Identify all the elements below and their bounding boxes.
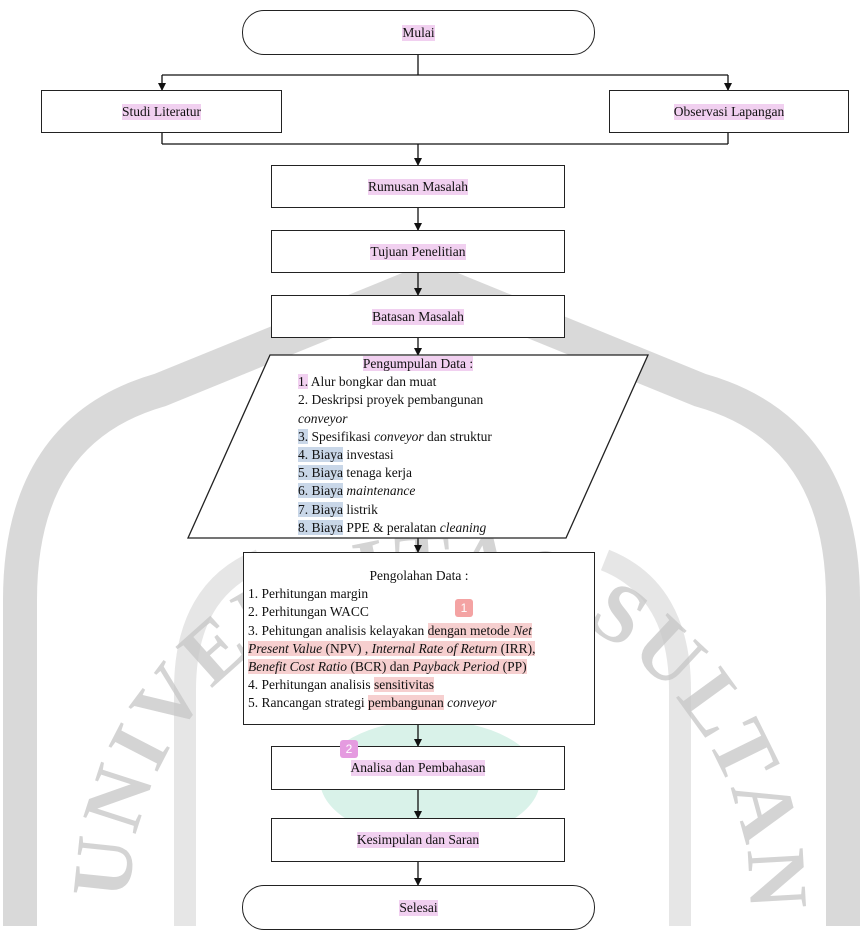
pengumpulan-item-5: 5. Biaya tenaga kerja [298,465,412,481]
pengolahan-line-4: Present Value (NPV) , Internal Rate of R… [248,640,536,656]
pengumpulan-item-3: 3. Spesifikasi conveyor dan struktur [298,428,492,444]
rumusan-masalah-label: Rumusan Masalah [367,178,469,195]
kesimpulan-saran-box: Kesimpulan dan Saran [271,818,565,862]
pengolahan-line-1: 1. Perhitungan margin [248,586,369,602]
pengolahan-line-7: 5. Rancangan strategi pembangunan convey… [248,695,497,711]
seal-outer-ring [2,261,860,926]
pengumpulan-item-1: 1. Alur bongkar dan muat [298,374,437,390]
pengumpulan-item-2: 2. Deskripsi proyek pembangunan [298,392,484,408]
kesimpulan-saran-label: Kesimpulan dan Saran [356,832,480,848]
seal-inner-ring-right [600,549,691,926]
pengumpulan-item-6: 6. Biaya maintenance [298,483,416,499]
rumusan-masalah-box: Rumusan Masalah [271,165,565,208]
pengumpulan-item-7: 7. Biaya listrik [298,501,378,517]
start-label: Mulai [402,24,435,41]
end-node: Selesai [242,885,595,930]
end-label: Selesai [399,899,438,916]
tujuan-penelitian-label: Tujuan Penelitian [370,243,466,260]
analisa-pembahasan-box: Analisa dan Pembahasan [271,746,565,790]
pengolahan-line-5: Benefit Cost Ratio (BCR) dan Payback Per… [248,659,527,675]
pengolahan-line-3: 3. Pehitungan analisis kelayakan dengan … [248,622,532,638]
batasan-masalah-box: Batasan Masalah [271,295,565,338]
studi-literatur-label: Studi Literatur [121,103,202,120]
observasi-lapangan-box: Observasi Lapangan [609,90,849,133]
pengumpulan-data-list: Pengumpulan Data : 1. Alur bongkar dan m… [298,355,538,537]
tujuan-penelitian-box: Tujuan Penelitian [271,230,565,273]
pengumpulan-item-2-cont: conveyor [298,410,348,426]
pengolahan-data-list: Pengolahan Data : 1. Perhitungan margin … [248,567,590,713]
batasan-masalah-label: Batasan Masalah [372,308,464,325]
pengumpulan-item-4: 4. Biaya investasi [298,447,394,463]
pengolahan-line-2: 2. Perhitungan WACC [248,604,369,620]
pengolahan-title: Pengolahan Data : [369,568,469,583]
pengumpulan-item-8: 8. Biaya PPE & peralatan cleaning [298,519,487,535]
start-node: Mulai [242,10,595,55]
comment-badge-1[interactable]: 1 [455,599,473,617]
seal-inner-ring [174,549,265,926]
pengolahan-line-6: 4. Perhitungan analisis sensitivitas [248,677,434,693]
studi-literatur-box: Studi Literatur [41,90,282,133]
comment-badge-2[interactable]: 2 [340,740,358,758]
observasi-lapangan-label: Observasi Lapangan [673,103,785,120]
analisa-pembahasan-label: Analisa dan Pembahasan [350,760,486,776]
pengumpulan-title: Pengumpulan Data : [362,356,474,371]
